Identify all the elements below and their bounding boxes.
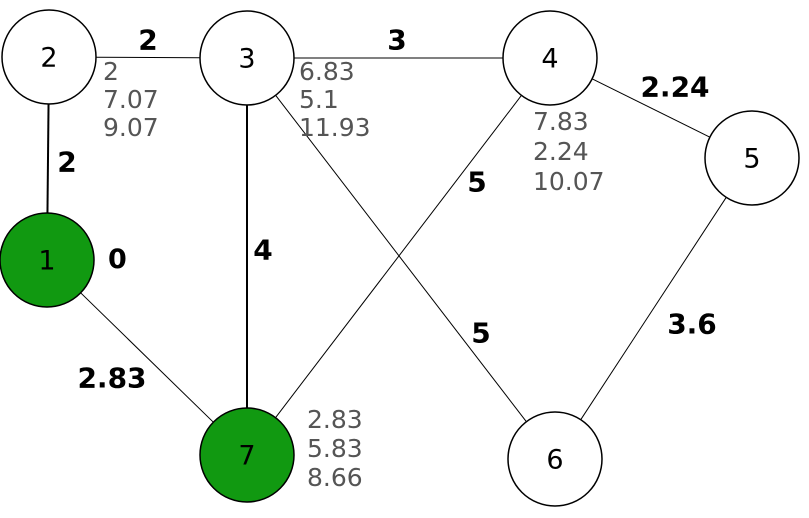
annotation-node-4-line-3: 10.07 — [533, 167, 605, 196]
annotation-node-1-line-1: 0 — [108, 244, 127, 275]
node-3[interactable]: 3 — [199, 10, 295, 106]
node-4[interactable]: 4 — [502, 10, 598, 106]
annotation-node-3-line-3: 11.93 — [299, 113, 371, 142]
edge-4-5 — [591, 78, 711, 138]
node-6-label: 6 — [546, 445, 563, 476]
node-4-circle[interactable] — [502, 10, 598, 106]
node-7-label: 7 — [238, 441, 255, 472]
edge-weight-3-6: 5 — [471, 317, 490, 350]
node-5-circle[interactable] — [704, 110, 800, 206]
edge-weight-4-7: 5 — [467, 166, 486, 199]
annotation-node-3-line-1: 6.83 — [299, 57, 355, 86]
annotation-node-4-line-1: 7.83 — [533, 107, 589, 136]
annotation-node-3: 6.835.111.93 — [299, 57, 371, 142]
node-7-circle[interactable] — [199, 407, 295, 503]
edge-4-7 — [275, 95, 522, 418]
annotation-node-7-line-2: 5.83 — [307, 434, 363, 463]
node-6[interactable]: 6 — [507, 411, 603, 507]
edge-weight-1-7: 2.83 — [77, 362, 146, 395]
edge-weight-2-3: 2 — [138, 24, 157, 57]
edge-3-6 — [275, 94, 527, 423]
edge-5-6 — [580, 197, 727, 420]
edge-2-3 — [95, 56, 201, 59]
annotation-node-2-line-1: 2 — [103, 57, 119, 86]
annotation-node-2-line-3: 9.07 — [103, 113, 159, 142]
node-5[interactable]: 5 — [704, 110, 800, 206]
node-2-circle[interactable] — [1, 9, 97, 105]
node-3-circle[interactable] — [199, 10, 295, 106]
node-1-circle[interactable] — [0, 212, 95, 308]
annotation-node-1: 0 — [108, 244, 127, 275]
annotation-node-7: 2.835.838.66 — [307, 405, 363, 492]
node-2[interactable]: 2 — [1, 9, 97, 105]
nodes-layer: 1 2 3 4 5 6 7 — [0, 9, 800, 507]
edge-weight-1-2: 2 — [57, 146, 76, 179]
edges-layer — [46, 56, 727, 423]
annotation-node-4-line-2: 2.24 — [533, 137, 589, 166]
edge-weight-4-5: 2.24 — [640, 71, 709, 104]
node-6-circle[interactable] — [507, 411, 603, 507]
edge-1-7 — [80, 292, 214, 423]
annotation-node-2-line-2: 7.07 — [103, 85, 159, 114]
annotation-node-7-line-3: 8.66 — [307, 463, 363, 492]
node-4-label: 4 — [541, 44, 558, 75]
edge-weight-3-4: 3 — [387, 24, 406, 57]
annotation-node-2: 27.079.07 — [103, 57, 159, 142]
annotation-node-7-line-1: 2.83 — [307, 405, 363, 434]
node-7[interactable]: 7 — [199, 407, 295, 503]
edge-weight-5-6: 3.6 — [667, 308, 717, 341]
edge-weight-3-7: 4 — [253, 234, 272, 267]
annotation-node-3-line-2: 5.1 — [299, 85, 339, 114]
node-1[interactable]: 1 — [0, 212, 95, 308]
node-2-label: 2 — [40, 43, 57, 74]
node-5-label: 5 — [743, 144, 760, 175]
node-1-label: 1 — [38, 246, 55, 277]
node-3-label: 3 — [238, 44, 255, 75]
edge-1-2 — [46, 103, 50, 214]
